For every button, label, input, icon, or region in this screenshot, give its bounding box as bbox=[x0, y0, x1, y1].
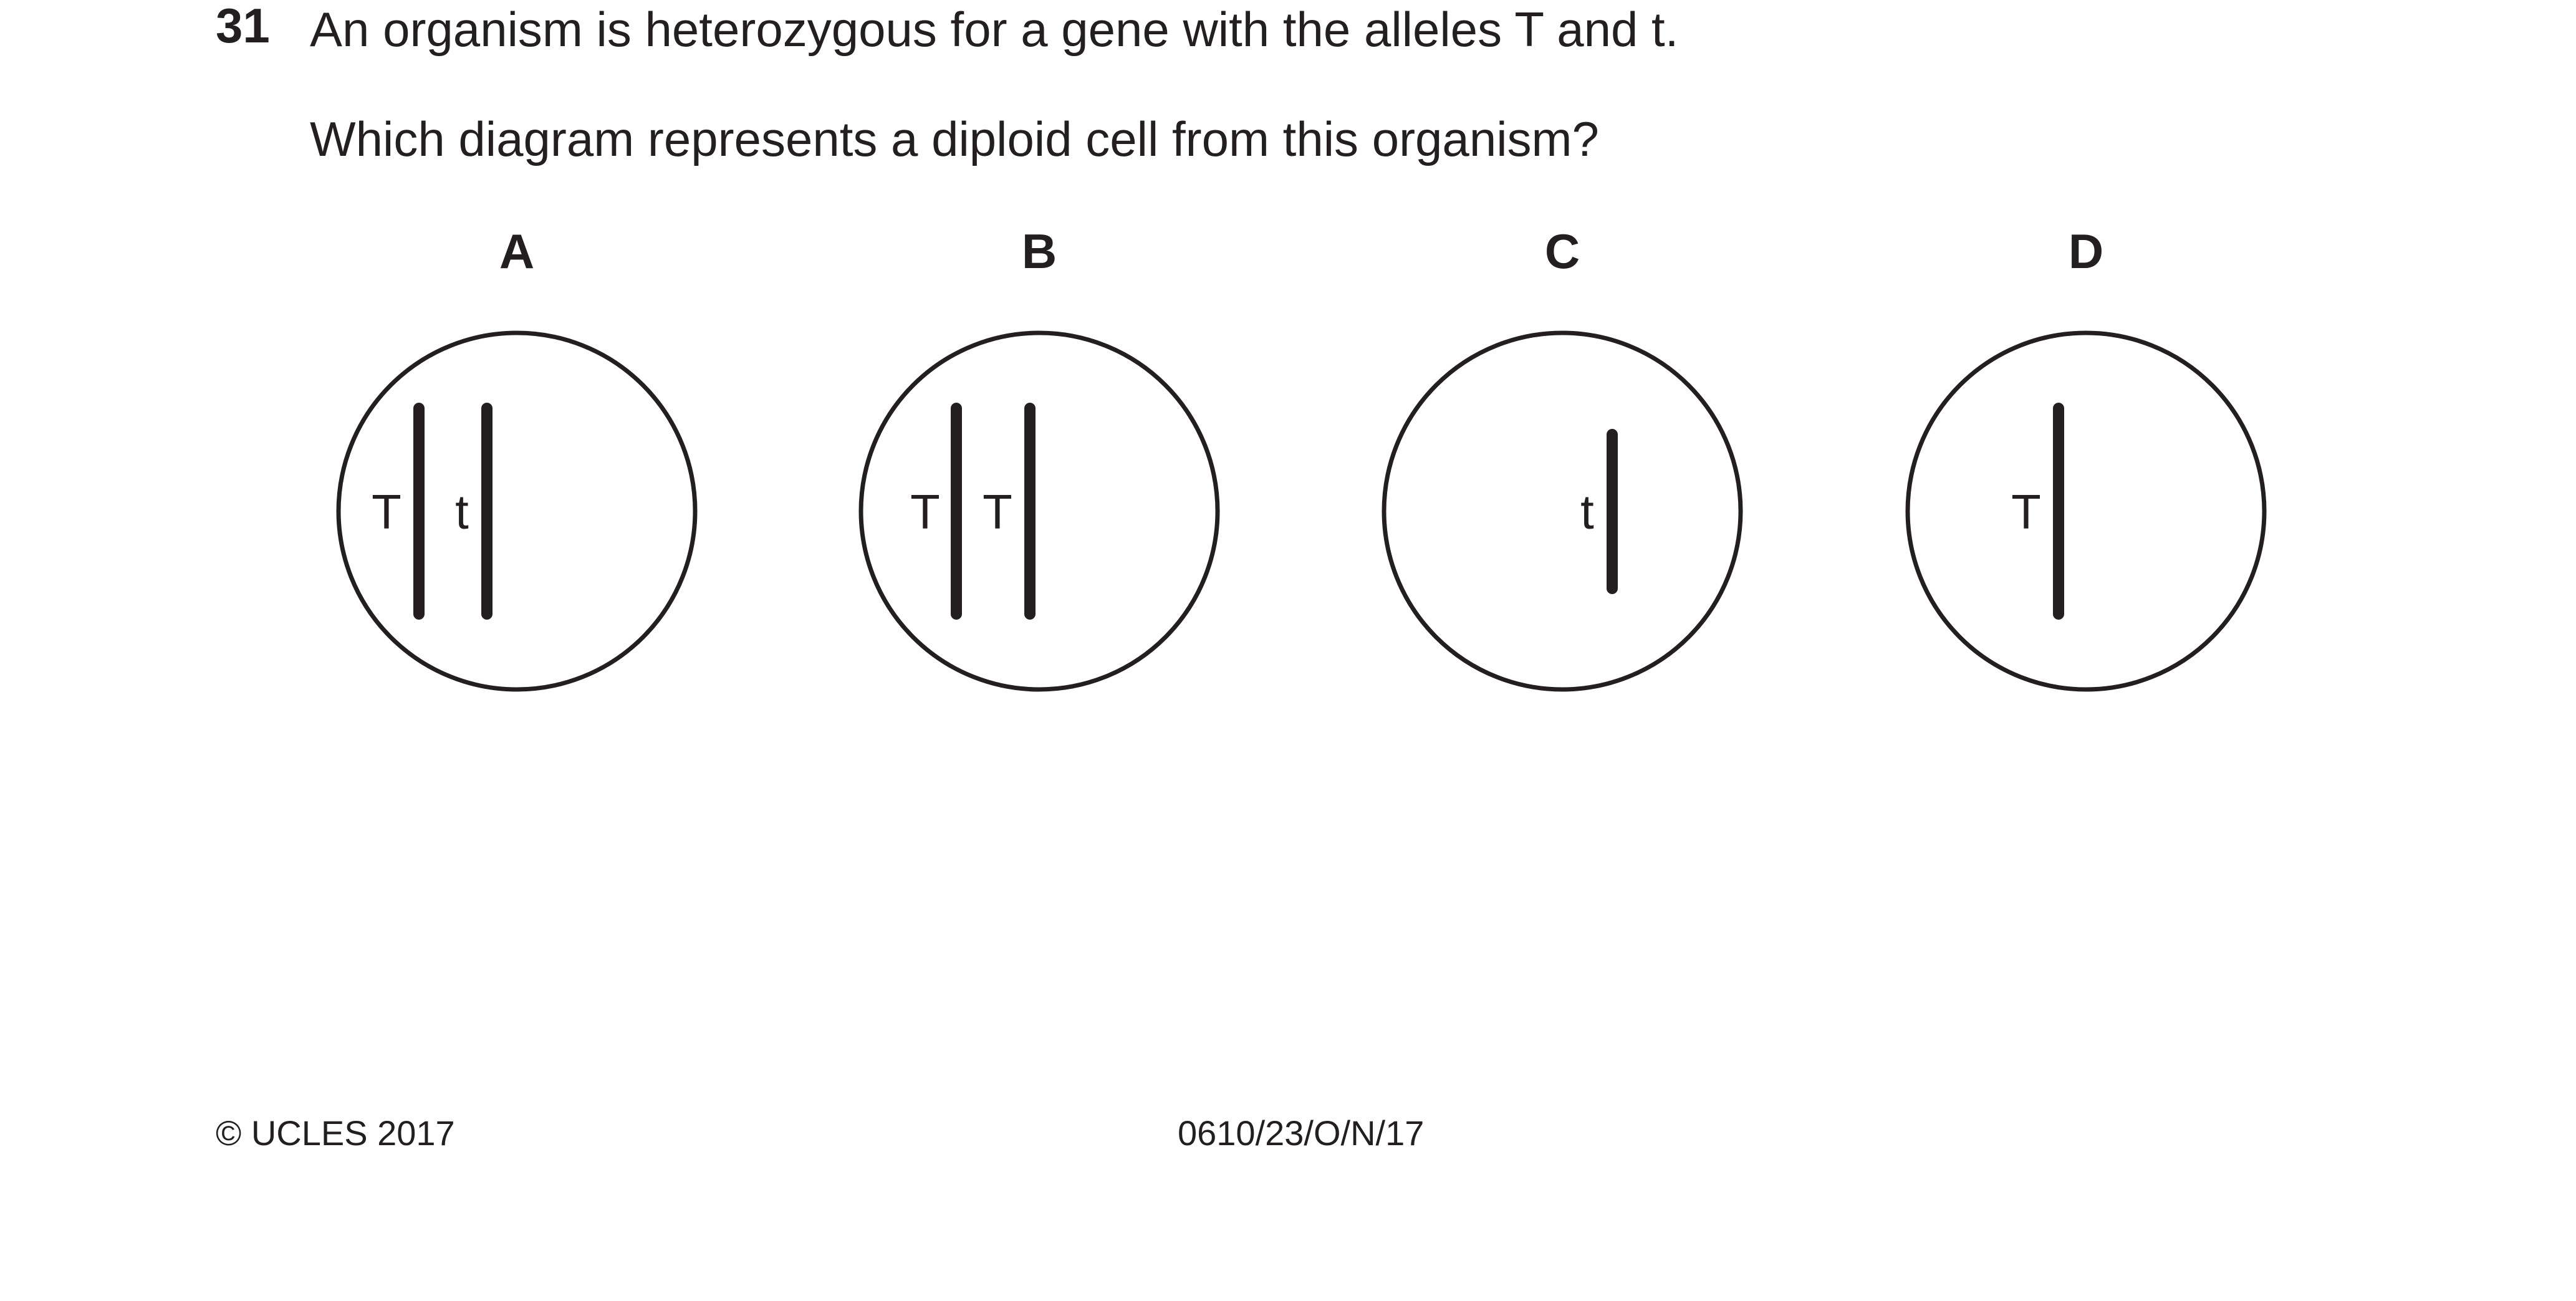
cell-diagrams: A T t B T T C t D T bbox=[336, 224, 2267, 692]
option-d-label: D bbox=[2069, 224, 2103, 279]
option-b-label: B bbox=[1022, 224, 1057, 279]
option-b-cell bbox=[858, 330, 1220, 692]
paper-code: 0610/23/O/N/17 bbox=[1178, 1113, 1425, 1153]
option-a-allele-2: t bbox=[455, 484, 469, 539]
option-a[interactable]: A T t bbox=[336, 224, 698, 692]
option-c[interactable]: C t bbox=[1382, 224, 1743, 692]
copyright-notice: © UCLES 2017 bbox=[216, 1113, 455, 1153]
option-a-label: A bbox=[499, 224, 534, 279]
option-d[interactable]: D T bbox=[1905, 224, 2267, 692]
option-d-allele-1: T bbox=[2011, 484, 2041, 539]
option-d-cell bbox=[1905, 330, 2267, 692]
question-stem: An organism is heterozygous for a gene w… bbox=[310, 2, 1679, 57]
option-b[interactable]: B T T bbox=[858, 224, 1220, 692]
question-number: 31 bbox=[216, 0, 270, 53]
option-c-allele-1: t bbox=[1580, 484, 1594, 539]
option-a-allele-1: T bbox=[372, 484, 401, 539]
option-b-allele-2: T bbox=[983, 484, 1012, 539]
question-prompt: Which diagram represents a diploid cell … bbox=[310, 112, 1599, 166]
option-c-cell bbox=[1382, 330, 1743, 692]
option-a-cell bbox=[336, 330, 698, 692]
option-b-allele-1: T bbox=[910, 484, 940, 539]
option-c-label: C bbox=[1545, 224, 1580, 279]
